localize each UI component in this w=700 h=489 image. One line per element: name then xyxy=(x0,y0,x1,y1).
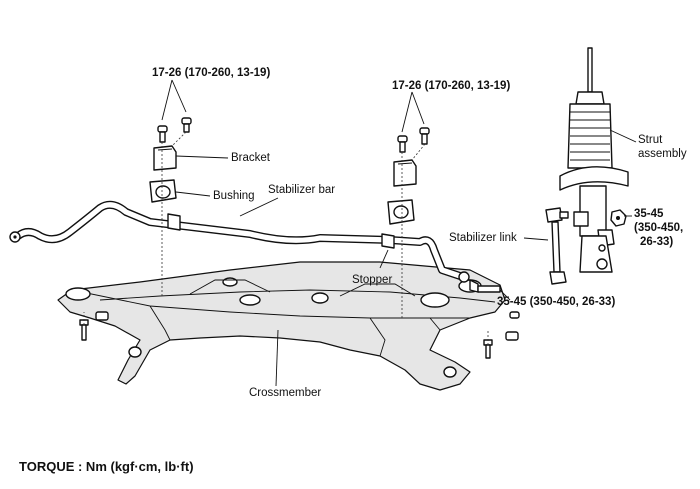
label-stabilizer-link: Stabilizer link xyxy=(449,232,517,244)
bolt-icon xyxy=(505,331,519,341)
bolt-icon xyxy=(95,311,109,321)
torque-spec-strut-line2: (350-450, xyxy=(634,222,684,234)
bushing-part xyxy=(387,199,415,225)
nut-icon xyxy=(610,209,627,227)
label-crossmember: Crossmember xyxy=(249,387,322,399)
link-end-part xyxy=(469,279,501,293)
bolt-icon xyxy=(419,127,430,145)
label-bracket: Bracket xyxy=(231,152,270,164)
torque-units-legend: TORQUE : Nm (kgf·cm, lb·ft) xyxy=(19,459,194,474)
stabilizer-bar-part xyxy=(9,200,470,283)
bolt-icon xyxy=(181,117,192,133)
bushing-part xyxy=(149,179,177,203)
label-bushing: Bushing xyxy=(213,190,255,202)
label-stabilizer-bar: Stabilizer bar xyxy=(268,184,336,196)
torque-spec-left-bracket-bolts: 17-26 (170-260, 13-19) xyxy=(152,67,271,79)
strut-assembly-part xyxy=(559,47,629,273)
label-stopper: Stopper xyxy=(352,274,393,286)
bolt-icon xyxy=(483,339,493,359)
torque-spec-right-bracket-bolts: 17-26 (170-260, 13-19) xyxy=(392,80,511,92)
bolt-icon xyxy=(157,125,168,143)
bracket-part xyxy=(153,145,177,171)
bolt-icon xyxy=(509,311,520,319)
crossmember-part xyxy=(57,261,506,391)
torque-spec-strut-line1: 35-45 xyxy=(634,208,664,220)
torque-spec-link-nut: 35-45 (350-450, 26-33) xyxy=(497,296,616,308)
bolt-icon xyxy=(397,135,408,153)
bracket-part xyxy=(393,159,417,187)
label-strut-line1: Strut xyxy=(638,134,663,146)
torque-spec-strut-line3: 26-33) xyxy=(640,236,674,248)
label-strut-line2: assembly xyxy=(638,148,687,160)
stabilizer-link-part xyxy=(545,207,569,285)
